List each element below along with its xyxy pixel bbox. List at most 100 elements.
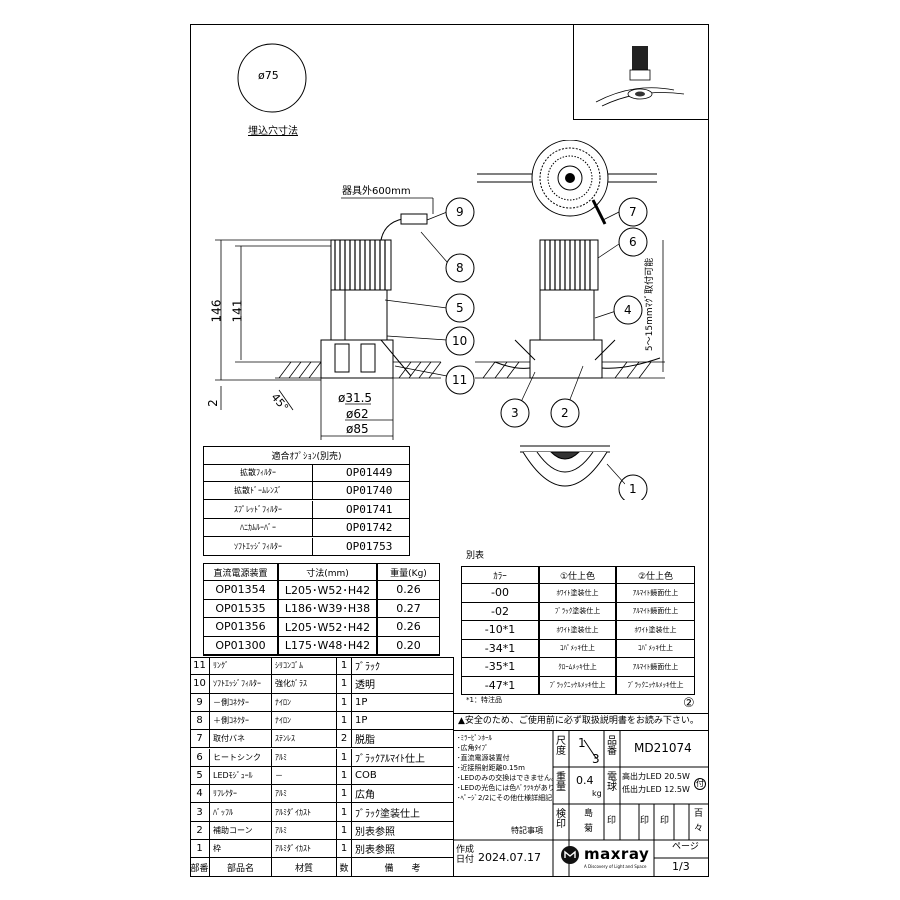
- options-title: 適合ｵﾌﾟｼｮﾝ(別売): [204, 447, 409, 465]
- title-block: [454, 713, 709, 877]
- page-number: 1/3: [672, 860, 690, 873]
- variant-cell: ﾌﾞﾗｯｸﾆｯｹﾙﾒｯｷ仕上: [539, 676, 616, 695]
- date-label: 作成日付: [456, 845, 475, 865]
- bulb-low: 低出力LED 12.5W: [622, 785, 690, 794]
- inspector-1: 島: [584, 809, 594, 819]
- parts-footer: 部番: [190, 858, 210, 877]
- part-cell: ｱﾙﾐﾀﾞｲｶｽﾄ: [272, 803, 337, 822]
- part-cell: 1: [337, 711, 352, 731]
- part-cell: －: [272, 766, 337, 786]
- variant-header: ②仕上色: [616, 566, 695, 584]
- bulb-mark: 付: [694, 778, 706, 790]
- ceiling-left: [275, 361, 442, 379]
- variant-note: *1：特注品: [466, 696, 502, 704]
- power-header: 重量(Kg): [377, 563, 440, 581]
- date-value: 2024.07.17: [478, 851, 541, 864]
- inspector-2: 菊: [584, 824, 594, 834]
- part-cell: 別表参照: [352, 821, 454, 840]
- bulb-label: 電球: [607, 772, 617, 793]
- spec-note: ･LEDのみの交換はできません。: [457, 774, 553, 782]
- reflector-detail: [520, 445, 625, 487]
- hole-diameter: ø75: [258, 69, 279, 82]
- part-cell: ｿﾌﾄｴｯｼﾞﾌｨﾙﾀｰ: [210, 675, 272, 694]
- part-number: MD21074: [634, 741, 692, 755]
- dim-31-5: ø31.5: [338, 391, 373, 405]
- part-cell: 1: [337, 785, 352, 804]
- power-cell: OP01356: [203, 618, 278, 637]
- inspect-label: 検印: [556, 809, 566, 830]
- part-cell: ﾌﾞﾗｯｸ塗装仕上: [352, 803, 454, 822]
- balloon-7: 7: [629, 205, 637, 219]
- power-cell: OP01535: [203, 599, 278, 618]
- part-cell: 補助コーン: [210, 821, 272, 840]
- part-cell: COB: [352, 766, 454, 786]
- option-name: ｿﾌﾄｴｯｼﾞﾌｨﾙﾀｰ: [203, 537, 313, 556]
- weight-label: 重量: [556, 772, 566, 793]
- top-view: [477, 140, 657, 225]
- variant-cell: ｱﾙﾏｲﾄ鏡面仕上: [616, 658, 695, 677]
- scale-den: 3: [592, 752, 600, 766]
- variant-cell: ｺﾊﾟﾒｯｷ仕上: [539, 639, 616, 658]
- part-cell: ｼﾘｺﾝｺﾞﾑ: [272, 657, 337, 676]
- part-cell: ｱﾙﾐ: [272, 785, 337, 804]
- part-cell: 5: [190, 766, 210, 786]
- seal-2: 印: [640, 816, 650, 826]
- special-label: 特記事項: [511, 826, 543, 835]
- part-cell: LEDﾓｼﾞｭｰﾙ: [210, 766, 272, 786]
- notes-list: ･ﾐﾗｰﾋﾟﾝﾎｰﾙ･広角ﾀｲﾌﾟ･直流電源装置付･近接照射距離0.15m･LE…: [457, 733, 553, 803]
- option-name: 拡散ﾄﾞｰﾑﾚﾝｽﾞ: [203, 482, 313, 501]
- variant-header: ｶﾗｰ: [461, 566, 539, 584]
- heatsink-left: [320, 239, 412, 379]
- option-code: OP01753: [312, 537, 410, 556]
- variant-cell: -34*1: [461, 639, 539, 658]
- option-code: OP01449: [312, 464, 410, 482]
- part-cell: 1: [337, 766, 352, 786]
- power-header: 寸法(mm): [278, 563, 377, 581]
- part-cell: 脱脂: [352, 730, 454, 749]
- option-code: OP01742: [312, 519, 410, 538]
- weight-value: 0.4: [576, 774, 594, 787]
- part-cell: ｽﾃﾝﾚｽ: [272, 730, 337, 749]
- part-cell: 1: [337, 657, 352, 676]
- parts-footer: 備 考: [352, 858, 454, 877]
- spec-note: ･近接照射距離0.15m: [457, 764, 525, 772]
- balloons: [445, 197, 648, 500]
- variant-cell: ﾎﾜｲﾄ塗装仕上: [539, 584, 616, 603]
- part-cell: ｱﾙﾐ: [272, 748, 337, 767]
- spec-note: ･LEDの光色には色ﾊﾞﾗﾂｷがあります。: [457, 784, 553, 792]
- part-cell: ﾅｲﾛﾝ: [272, 711, 337, 731]
- variant-cell: ﾎﾜｲﾄ塗装仕上: [616, 621, 695, 640]
- part-cell: 1P: [352, 693, 454, 712]
- part-cell: ｱﾙﾐﾀﾞｲｶｽﾄ: [272, 840, 337, 859]
- maxray-logo-icon: [561, 846, 579, 864]
- variant-cell: -00: [461, 584, 539, 603]
- parts-footer: 数: [337, 858, 352, 877]
- power-cell: L205･W52･H42: [278, 581, 377, 600]
- spec-note: ･直流電源装置付: [457, 754, 510, 762]
- power-cell: L186･W39･H38: [278, 599, 377, 618]
- seal-1: 印: [607, 816, 617, 826]
- part-cell: 2: [337, 730, 352, 749]
- part-cell: 9: [190, 693, 210, 712]
- part-cell: 1: [337, 803, 352, 822]
- option-code: OP01740: [312, 482, 410, 501]
- dim-62: ø62: [346, 407, 369, 421]
- drawing-frame: [190, 24, 709, 877]
- part-cell: 1: [337, 821, 352, 840]
- balloon-6: 6: [629, 235, 637, 249]
- part-cell: －側ｺﾈｸﾀｰ: [210, 693, 272, 712]
- balloon-4: 4: [624, 303, 632, 317]
- spec-note: ･ﾐﾗｰﾋﾟﾝﾎｰﾙ: [457, 734, 492, 742]
- brand-name: maxray: [584, 845, 650, 863]
- variant-cell: ｺﾊﾟﾒｯｷ仕上: [616, 639, 695, 658]
- part-cell: ｱﾙﾐ: [272, 821, 337, 840]
- variant-page-mark: ②: [683, 696, 695, 711]
- power-cell: OP01354: [203, 581, 278, 600]
- option-name: ｽﾌﾟﾚｯﾄﾞﾌｨﾙﾀｰ: [203, 500, 313, 519]
- part-cell: 1: [337, 693, 352, 712]
- variant-cell: ｱﾙﾏｲﾄ鏡面仕上: [616, 602, 695, 621]
- balloon-5: 5: [456, 301, 464, 315]
- part-cell: 3: [190, 803, 210, 822]
- variant-cell: ﾌﾞﾗｯｸﾆｯｹﾙﾒｯｷ仕上: [616, 676, 695, 695]
- power-cell: L205･W52･H42: [278, 618, 377, 637]
